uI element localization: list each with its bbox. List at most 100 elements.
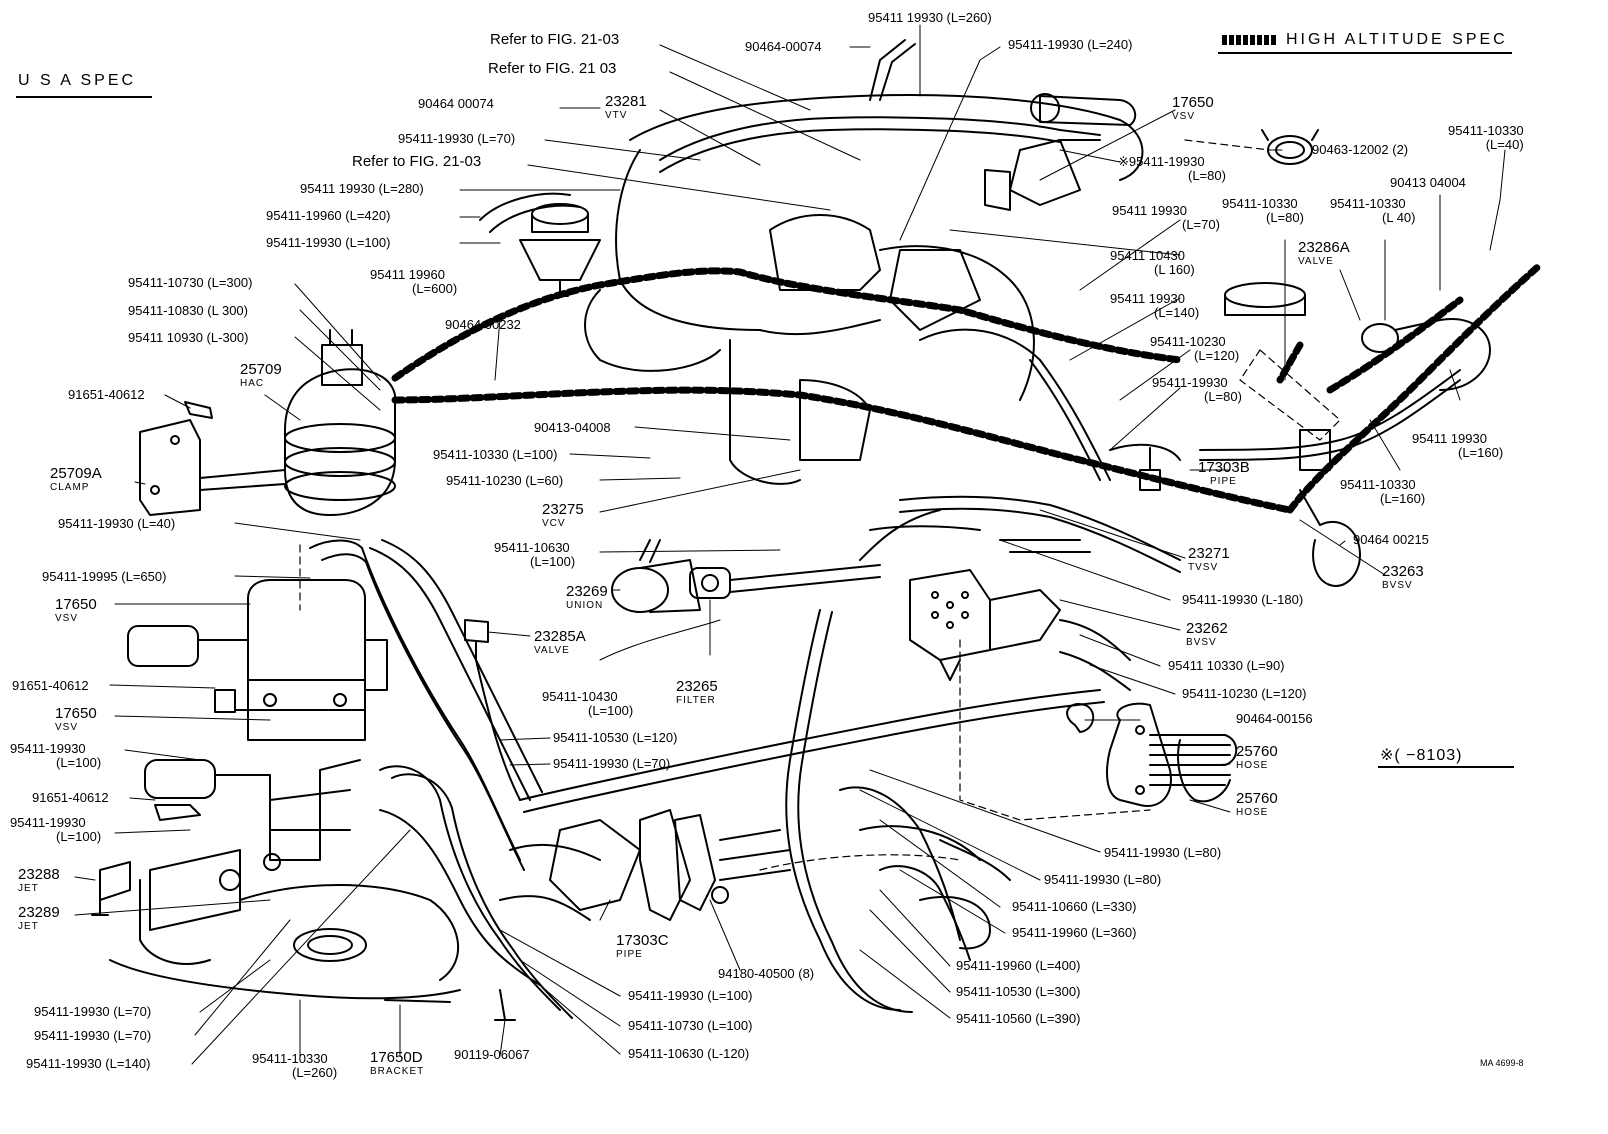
hose-clamp-90463: [1261, 129, 1319, 165]
part-length: (L=600): [412, 281, 458, 296]
part-label: 95411-10530 (L=300): [956, 984, 1081, 999]
part-name: VSV: [55, 613, 79, 624]
part-length: (L=140): [1154, 305, 1200, 320]
part-name: VTV: [605, 110, 628, 121]
part-label: 95411-19930 (L=140): [26, 1056, 151, 1071]
hac-valve: [199, 329, 396, 516]
part-number: 23289: [18, 904, 60, 921]
part-name: PIPE: [1210, 476, 1237, 487]
part-label: 95411-19930 (L=70): [34, 1004, 152, 1019]
part-callout-23271: 23271 TVSV: [1188, 546, 1230, 574]
part-number: 17650: [55, 705, 97, 722]
hatch-legend-swatch: [1222, 34, 1276, 45]
part-name: FILTER: [676, 695, 716, 706]
vsv-top: [984, 93, 1137, 211]
part-number: 17303C: [616, 932, 669, 949]
part-callout-23285A: 23285A VALVE: [534, 629, 586, 657]
bracket-17650D: [109, 884, 516, 1021]
part-number: 95411-19930: [1152, 375, 1228, 390]
part-callout-23265: 23265 FILTER: [676, 679, 718, 707]
part-label: 95411-19930 (L=70): [34, 1028, 152, 1043]
part-label: 95411-19930 (L=100): [628, 988, 753, 1003]
part-length: (L 40): [1382, 210, 1416, 225]
part-label: 95411-10560 (L=390): [956, 1011, 1081, 1026]
part-number: 17650D: [370, 1049, 423, 1066]
part-callout-17650-mid: 17650 VSV: [55, 596, 97, 625]
part-number: 95411-10330: [1222, 196, 1298, 211]
part-callout-23286A: 23286A VALVE: [1298, 239, 1350, 268]
part-callout: 95411 19960 (L=600): [370, 268, 457, 296]
part-name: CLAMP: [50, 482, 90, 493]
part-label: 95411 19930 (L=280): [300, 181, 424, 196]
clip-90464-00156: [1066, 703, 1095, 733]
part-number: 95411 19930: [1112, 203, 1187, 218]
part-callout-25760-b: 25760 HOSE: [1236, 790, 1278, 819]
part-number: 95411-10330: [1448, 123, 1524, 138]
part-callout: 95411 19930 (L=70): [1112, 204, 1220, 232]
part-number: 95411-10330: [252, 1051, 328, 1066]
part-callout-17650-top: 17650 VSV: [1172, 94, 1214, 123]
part-label: 90413 04004: [1390, 175, 1466, 190]
part-name: HOSE: [1236, 760, 1269, 771]
vtv-assembly: [479, 192, 601, 297]
part-number: 95411 10430: [1110, 248, 1185, 263]
pipe-17303C-bracket: [499, 809, 791, 921]
part-name: VSV: [55, 722, 79, 733]
part-label: 95411-10230 (L=60): [446, 473, 564, 488]
part-label: 95411-10630 (L-120): [628, 1046, 750, 1061]
part-label: 95411-10730 (L=300): [128, 275, 253, 290]
part-callout-23281: 23281 VTV: [605, 93, 647, 122]
part-callout-17650-low: 17650 VSV: [55, 705, 97, 734]
union-filter-group: [611, 539, 881, 613]
part-label: 95411-19960 (L=420): [266, 208, 391, 223]
part-length: (L=100): [56, 829, 102, 844]
part-label: 91651-40612: [32, 790, 109, 805]
part-callout: 95411-19930 (L=80): [1152, 376, 1242, 404]
part-number: 95411-10330: [1330, 196, 1406, 211]
part-label: 95411-19960 (L=400): [956, 958, 1081, 973]
part-number: 25760: [1236, 790, 1278, 807]
part-label: 95411-19930 (L=80): [1104, 845, 1222, 860]
part-name: BRACKET: [370, 1066, 425, 1077]
ring-clamp-90464-00215: [1299, 489, 1361, 587]
part-number: 95411 19960: [370, 267, 445, 282]
part-label: 95411-10830 (L 300): [128, 303, 248, 318]
part-number: 23262: [1186, 620, 1228, 637]
part-number: 17650: [55, 596, 97, 613]
part-callout-25760-a: 25760 HOSE: [1236, 744, 1278, 772]
engine-block-outline: [584, 94, 1144, 485]
bvsv-block: [909, 569, 1061, 681]
part-callout: 95411-10330 (L=260): [252, 1052, 337, 1080]
part-callout-23275: 23275 VCV: [542, 502, 584, 530]
part-callout: 95411 10430 (L 160): [1110, 249, 1195, 277]
part-callout: 95411-10230 (L=120): [1150, 335, 1239, 363]
phantom-lines: [299, 139, 1341, 871]
part-length: (L=70): [1182, 217, 1220, 232]
part-length: (L=40): [1485, 137, 1524, 152]
part-callout-17303C: 17303C PIPE: [616, 932, 669, 961]
part-callout: 95411-19930 (L=100): [10, 742, 101, 770]
part-number: 17650: [1172, 94, 1214, 111]
part-label: Refer to FIG. 21-03: [352, 153, 482, 170]
part-label: 95411-19930 (L=80): [1044, 872, 1162, 887]
part-number: ※95411-19930: [1118, 154, 1205, 169]
part-label: Refer to FIG. 21 03: [488, 60, 617, 77]
part-length: (L=80): [1204, 389, 1242, 404]
part-name: UNION: [566, 600, 604, 611]
part-label: 95411-19930 (L=40): [58, 516, 176, 531]
part-length: (L=80): [1188, 168, 1226, 183]
part-number: 23286A: [1298, 239, 1350, 256]
part-number: 95411-10330: [1340, 477, 1416, 492]
part-name: VALVE: [534, 645, 570, 656]
part-callout: 95411-10330 (L 40): [1330, 197, 1415, 225]
part-number: 23269: [566, 583, 608, 600]
part-callout: 95411-19930 (L=100): [10, 816, 101, 844]
part-number: 23263: [1382, 563, 1424, 580]
part-label: 90119-06067: [454, 1047, 530, 1062]
part-label: 90464-00074: [745, 39, 822, 54]
part-number: 25709A: [50, 465, 102, 482]
part-label: 95411-10530 (L=120): [553, 730, 678, 745]
part-number: 23281: [605, 93, 647, 110]
part-number: 95411 19930: [1412, 431, 1487, 446]
